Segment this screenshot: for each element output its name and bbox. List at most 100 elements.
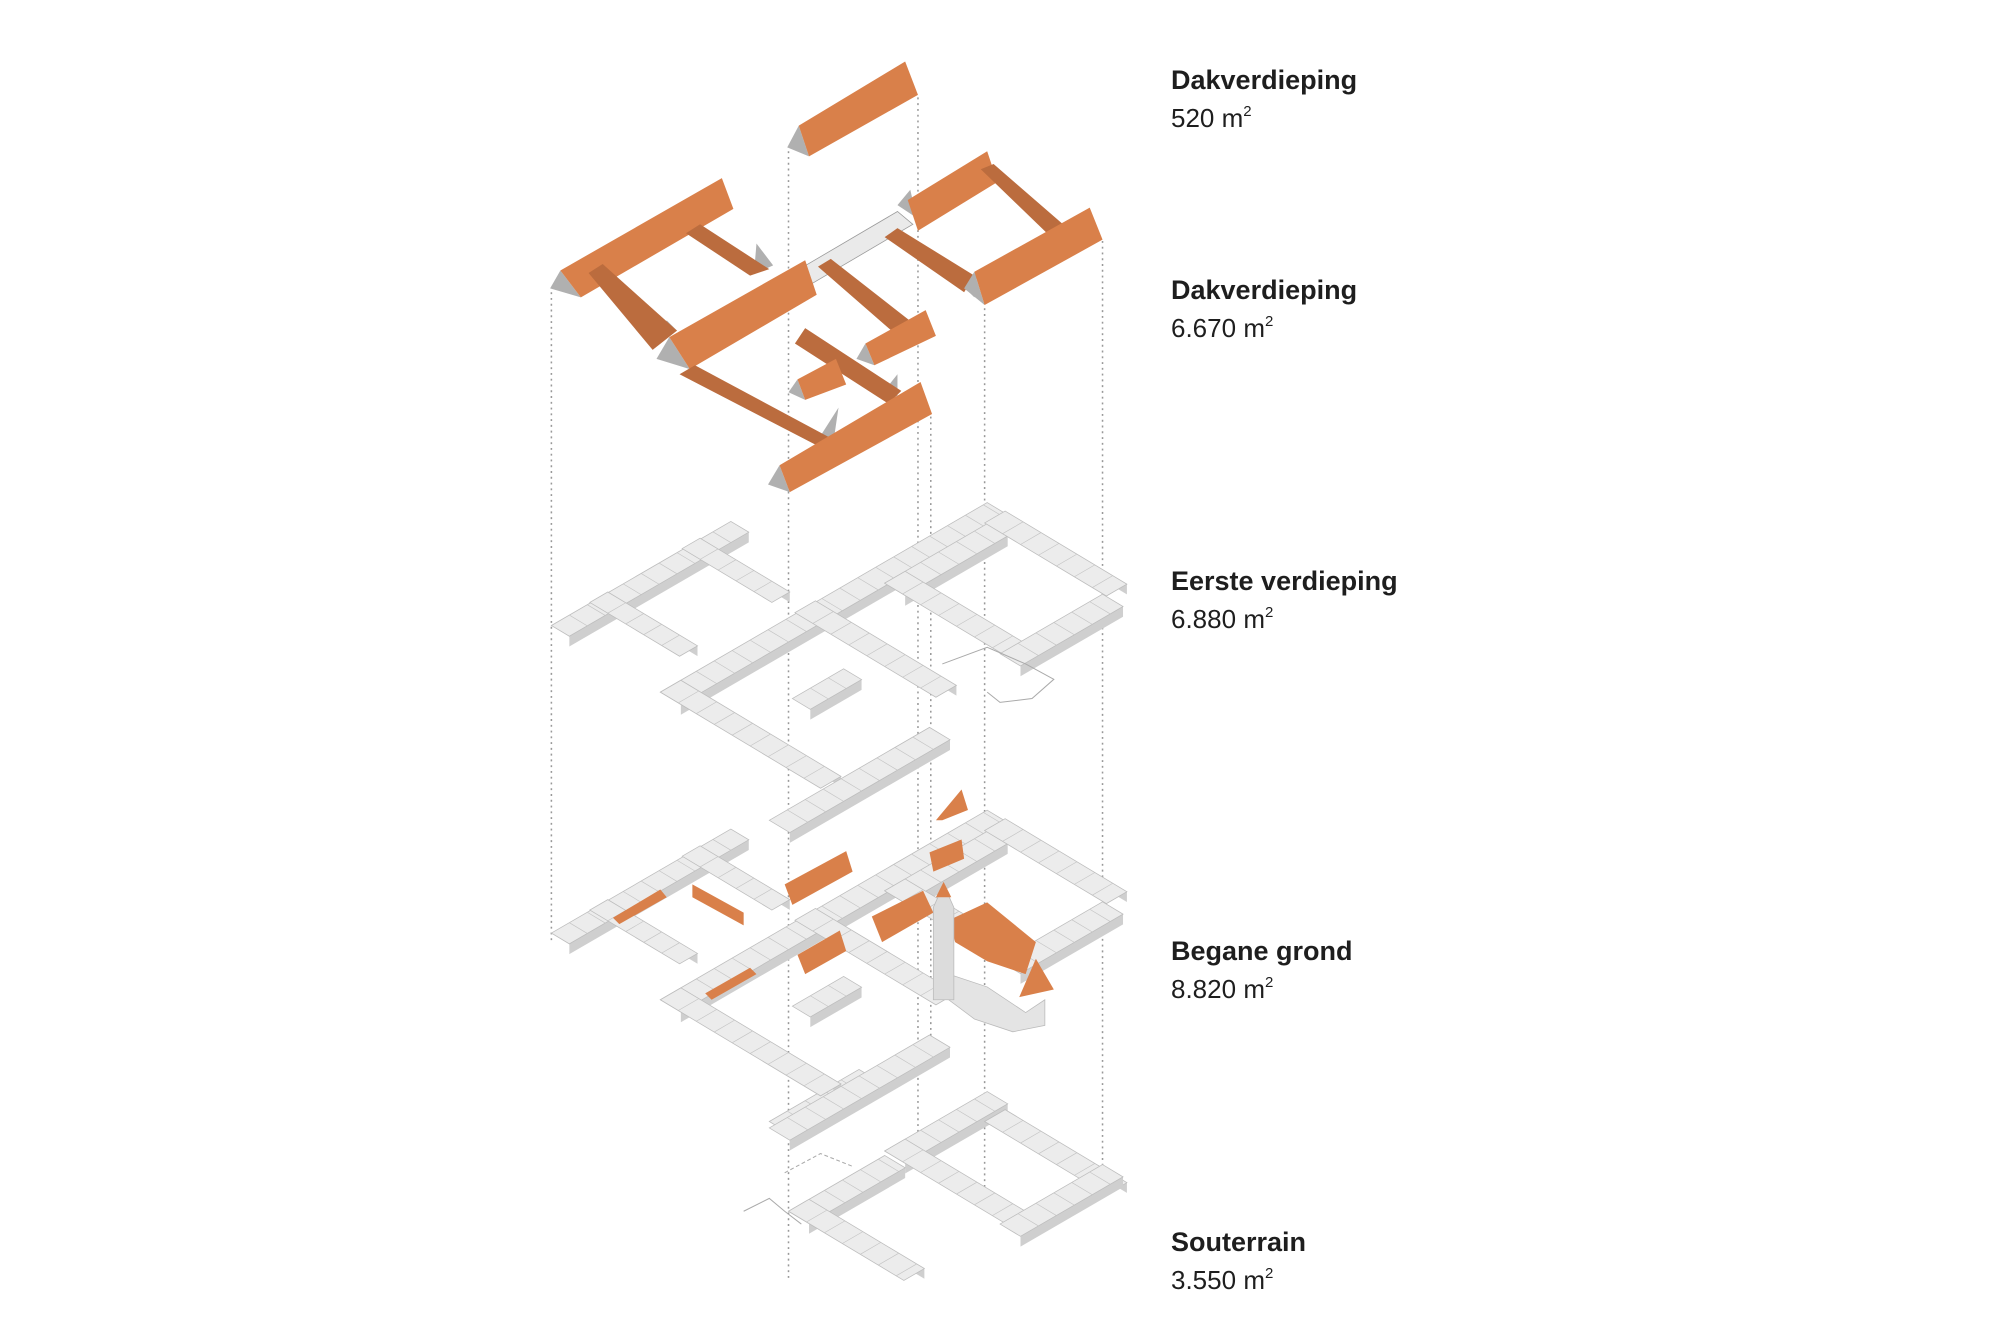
roof-face [884, 228, 975, 293]
room-wall [735, 570, 755, 582]
room-wall [860, 1242, 881, 1255]
floor-side [1020, 606, 1124, 677]
room-wall [696, 1009, 717, 1022]
room-wall [717, 559, 737, 571]
room-wall [623, 583, 642, 595]
room-wall [1017, 1213, 1039, 1227]
room-wall [884, 961, 906, 975]
room-wall [1020, 839, 1042, 853]
room-wall [812, 611, 834, 624]
area-exponent: 2 [1264, 604, 1274, 621]
roof-face [797, 358, 847, 400]
room-wall [810, 995, 829, 1007]
room-wall [822, 1096, 844, 1110]
small-roof [692, 884, 744, 926]
room-wall [896, 1263, 917, 1277]
room-wall [658, 562, 678, 575]
room-wall [714, 1019, 735, 1033]
roof-corridor [794, 211, 914, 286]
floor-plan-eerste-verdieping [550, 502, 1128, 843]
roof-face [817, 258, 913, 336]
room-wall [785, 1062, 807, 1076]
church-roof-nave [871, 890, 934, 943]
room-wall [824, 1190, 846, 1203]
small-roof [705, 967, 757, 1000]
level-name: Begane grond [1171, 936, 1353, 966]
church-spire [935, 881, 952, 898]
room-wall [828, 677, 847, 689]
room-wall [640, 880, 660, 893]
room-wall [1092, 882, 1113, 896]
room-wall [749, 947, 771, 961]
room-wall [643, 931, 662, 943]
room-wall [974, 838, 996, 852]
level-label-eerste-verdieping: Eerste verdieping 6.880 m2 [1171, 565, 1398, 635]
room-wall [965, 514, 987, 528]
roof-face [679, 365, 839, 449]
room-wall [1089, 908, 1111, 922]
room-wall [894, 1054, 916, 1068]
room-wall [787, 809, 808, 823]
room-wall [735, 877, 755, 889]
outline-void [743, 1197, 802, 1225]
room-wall [767, 1052, 789, 1065]
room-wall [912, 1044, 934, 1058]
floor-band [791, 975, 863, 1018]
room-wall [699, 548, 719, 560]
room-wall [1074, 1163, 1096, 1176]
room-wall [1002, 829, 1024, 842]
room-wall [866, 643, 888, 657]
room-wall [912, 736, 934, 750]
room-wall [1089, 601, 1111, 615]
room-wall [876, 757, 898, 771]
room-wall [803, 1073, 825, 1087]
room-wall [1071, 611, 1093, 625]
room-wall [839, 587, 861, 601]
floor-band [791, 668, 863, 710]
area-value: 520 [1171, 103, 1215, 133]
room-wall [911, 546, 933, 560]
room-wall [920, 675, 942, 689]
room-wall [911, 853, 933, 867]
area-value: 8.820 [1171, 974, 1237, 1004]
room-wall [840, 1086, 862, 1099]
area-exponent: 2 [1264, 974, 1274, 991]
room-wall [749, 639, 771, 653]
room-wall [824, 1220, 846, 1234]
room-wall [1053, 1192, 1075, 1206]
room-wall [992, 635, 1013, 649]
floor-plan-souterrain [743, 1069, 1128, 1281]
roof-face [669, 260, 817, 370]
room-wall [842, 1231, 864, 1244]
church-roof [948, 902, 1036, 975]
room-wall [858, 1075, 880, 1089]
room-wall [1035, 940, 1057, 954]
room-wall [806, 1209, 828, 1223]
floor-band [883, 570, 1028, 657]
floor-side [789, 739, 951, 843]
room-wall [821, 598, 843, 612]
roof-face [980, 164, 1071, 244]
roof-face [974, 207, 1103, 306]
room-wall [902, 972, 924, 986]
room-wall [805, 799, 826, 813]
room-wall [956, 614, 978, 627]
room-wall [857, 884, 879, 898]
level-area: 6.670 m2 [1171, 306, 1357, 344]
roof-gable [768, 465, 790, 493]
room-wall [1017, 643, 1039, 656]
floor-band [983, 818, 1128, 905]
church-body [948, 973, 1046, 1033]
room-wall [920, 1129, 942, 1143]
room-wall [714, 712, 735, 725]
room-wall [848, 632, 870, 646]
room-wall [714, 660, 735, 674]
room-wall [1071, 1182, 1093, 1196]
room-wall [569, 922, 588, 934]
room-wall [840, 778, 862, 792]
room-wall [712, 531, 732, 543]
room-wall [965, 822, 987, 836]
floor-side [810, 679, 862, 720]
room-wall [956, 1109, 978, 1122]
room-wall [1053, 622, 1075, 636]
